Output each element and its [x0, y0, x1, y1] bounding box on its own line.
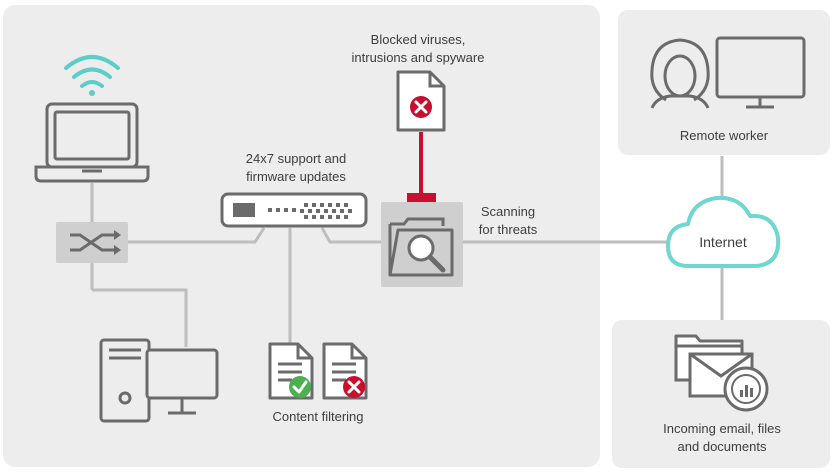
- blocked-label-line-1: Blocked viruses,: [371, 32, 466, 47]
- allowed-file-icon: [268, 342, 314, 400]
- remote-worker-panel: [618, 10, 830, 155]
- firewall-appliance-icon: [220, 192, 368, 228]
- cloud-icon: [666, 195, 781, 268]
- switch-icon: [56, 222, 128, 263]
- incoming-label-line-2: and documents: [678, 439, 767, 454]
- content-filtering-label: Content filtering: [272, 409, 363, 424]
- scanning-label-line-1: Scanning: [481, 204, 535, 219]
- connector-lines: [90, 156, 724, 347]
- email-files-icon: [674, 334, 769, 412]
- monitor-icon: [715, 36, 806, 109]
- blocked-label-line-2: intrusions and spyware: [352, 50, 485, 65]
- scan-folder-icon: [381, 202, 463, 287]
- scanning-label-line-2: for threats: [479, 222, 538, 237]
- internet-label: Internet: [699, 234, 747, 250]
- wifi-icon: [64, 55, 120, 96]
- desktop-computer-icon: [99, 338, 219, 423]
- denied-file-icon: [322, 342, 368, 400]
- blocked-file-icon: [396, 70, 446, 132]
- remote-worker-label: Remote worker: [680, 128, 769, 143]
- support-label-line-1: 24x7 support and: [246, 151, 346, 166]
- block-bar: [407, 193, 436, 202]
- person-icon: [650, 38, 710, 109]
- support-label-line-2: firmware updates: [246, 169, 346, 184]
- laptop-icon: [34, 102, 150, 183]
- incoming-label-line-1: Incoming email, files: [663, 421, 781, 436]
